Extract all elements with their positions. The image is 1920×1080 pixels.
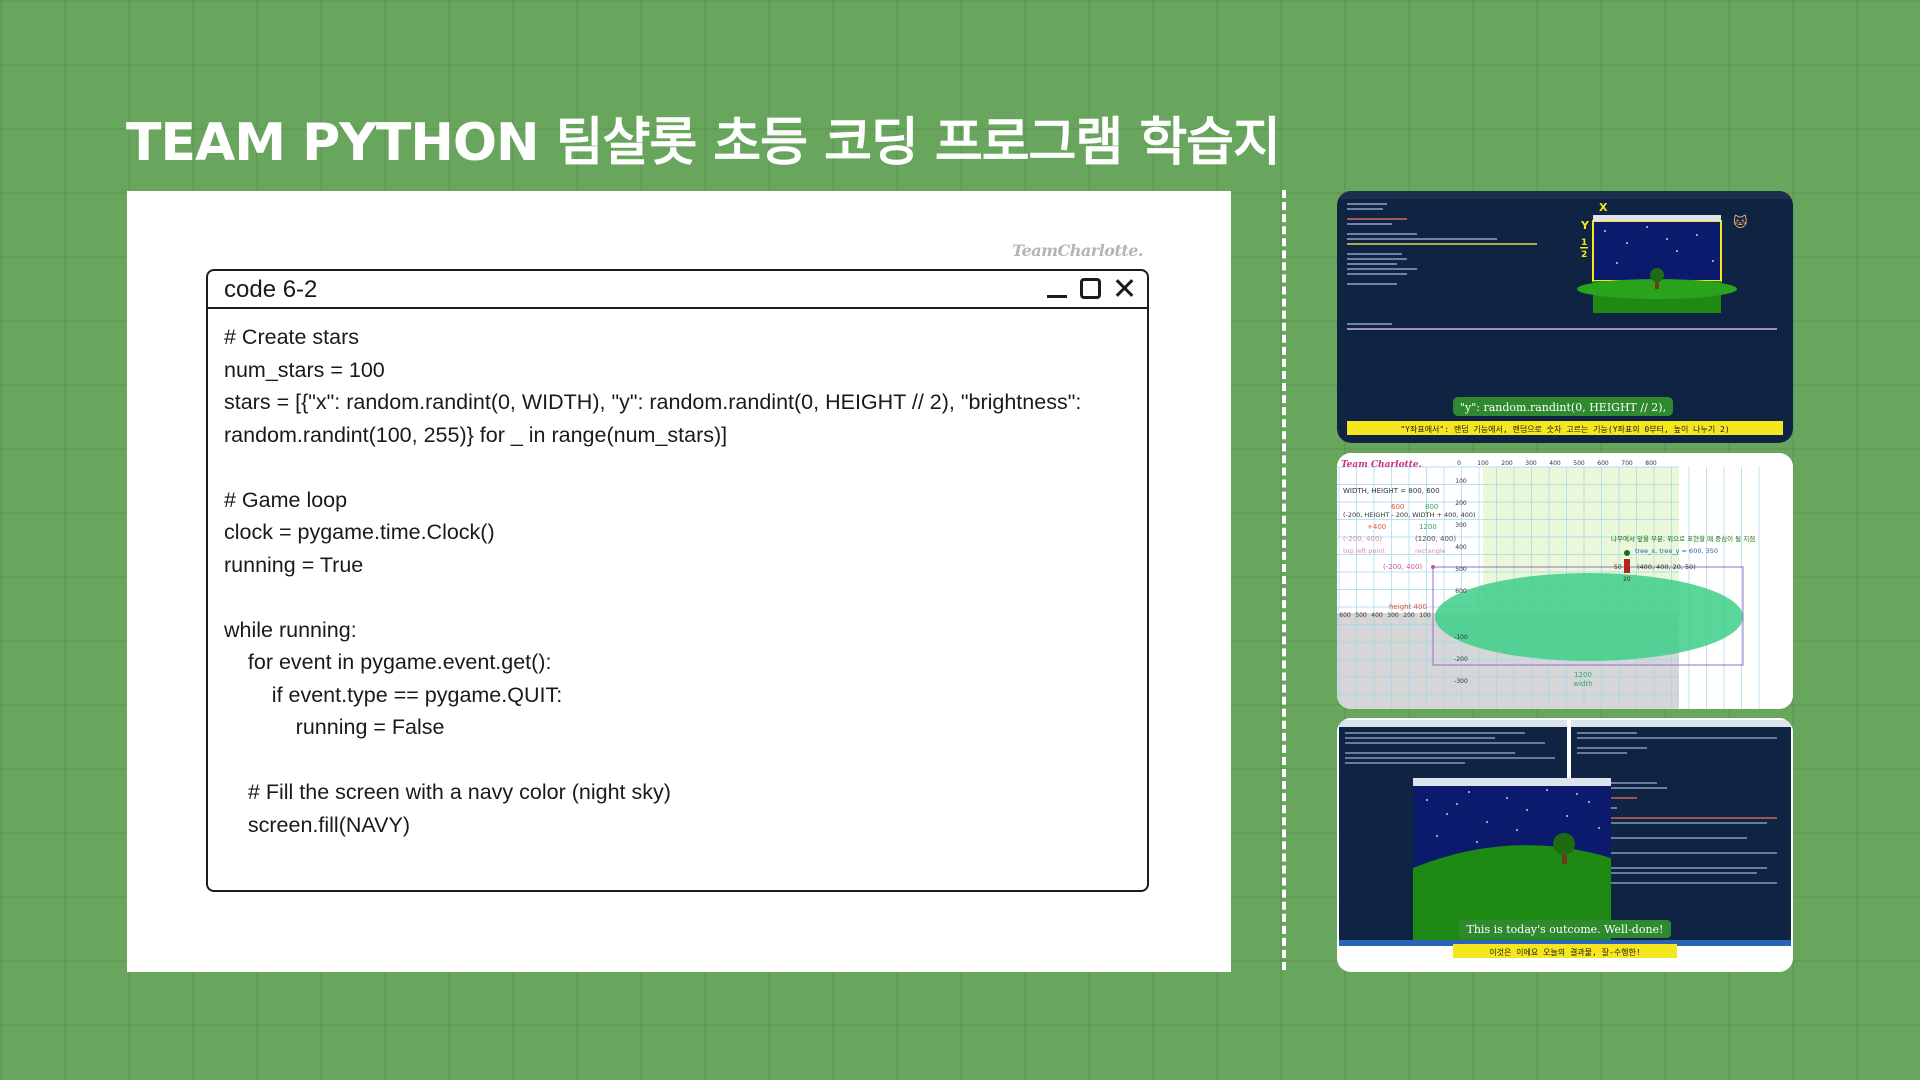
code-line bbox=[224, 581, 1131, 614]
code-line: screen.fill(NAVY) bbox=[224, 812, 410, 837]
width-label: width bbox=[1573, 680, 1592, 688]
coordinate-diagram: Team Charlotte. WIDTH, HEIGHT = 800, 600… bbox=[1337, 453, 1793, 709]
trunk-rect: (400, 400, 20, 50) bbox=[1637, 563, 1696, 571]
x-tick-label: 700 bbox=[1621, 460, 1633, 467]
tree-note: 나무에서 앞을 부분, 위으로 표현할 때 중심이 될 지점 bbox=[1611, 534, 1755, 543]
trunk-width: 20 bbox=[1623, 576, 1631, 583]
y-tick-label: 300 bbox=[1455, 522, 1467, 529]
top-left-coords: (-200, 400) bbox=[1343, 535, 1382, 543]
tree-xy: tree_x, tree_y = 600, 350 bbox=[1635, 547, 1718, 555]
label-plus-400: +400 bbox=[1367, 523, 1386, 531]
neg-x-tick-label: 400 bbox=[1371, 612, 1383, 619]
neg-y-tick-label: -200 bbox=[1454, 656, 1468, 663]
y-tick-label: 200 bbox=[1455, 500, 1467, 507]
screenshot-coordinate-diagram: Team Charlotte. WIDTH, HEIGHT = 800, 600… bbox=[1337, 453, 1793, 709]
dashed-divider bbox=[1282, 190, 1286, 970]
maximize-icon[interactable] bbox=[1080, 277, 1101, 299]
x-tick-label: 600 bbox=[1597, 460, 1609, 467]
minimize-icon[interactable] bbox=[1046, 277, 1068, 299]
code-line: for event in pygame.event.get(): bbox=[224, 650, 552, 674]
y-tick-label: 400 bbox=[1455, 544, 1467, 551]
rectangle-label: rectangle bbox=[1415, 547, 1446, 555]
x-tick-label: 100 bbox=[1477, 460, 1489, 467]
x-tick-label: 400 bbox=[1549, 460, 1561, 467]
team-charlotte-logo: Team Charlotte. bbox=[1341, 460, 1422, 470]
half-numerator: 1 bbox=[1581, 238, 1587, 248]
window-controls bbox=[1046, 277, 1135, 299]
label-600: 600 bbox=[1391, 503, 1404, 511]
neg-x-tick-label: 500 bbox=[1355, 612, 1367, 619]
brand-logo: TeamCharlotte. bbox=[1012, 241, 1144, 260]
code-line: if event.type == pygame.QUIT: bbox=[224, 682, 563, 707]
code-listing: # Create stars num_stars = 100 stars = [… bbox=[208, 309, 1147, 841]
code-line: stars = [{"x": random.randint(0, WIDTH),… bbox=[224, 390, 1082, 414]
y-tick-label: 500 bbox=[1455, 566, 1467, 573]
code-line: running = True bbox=[224, 552, 364, 577]
code-line: running = False bbox=[224, 715, 445, 739]
code-line bbox=[224, 744, 1131, 777]
y-tick-label: 600 bbox=[1455, 588, 1467, 595]
cat-mascot-icon: 🐱 bbox=[1733, 214, 1748, 231]
worksheet-panel: TeamCharlotte. code 6-2 # Create stars n… bbox=[127, 191, 1231, 972]
neg-x-tick-label: 300 bbox=[1387, 612, 1399, 619]
x-tick-label: 300 bbox=[1525, 460, 1537, 467]
neg-y-tick-label: -300 bbox=[1454, 678, 1468, 685]
top-left-label: top left point bbox=[1343, 547, 1385, 555]
code-line: while running: bbox=[224, 617, 357, 642]
x-tick-label: 800 bbox=[1645, 460, 1657, 467]
corner-label: (-200, 400) bbox=[1383, 563, 1422, 571]
x-tick-label: 500 bbox=[1573, 460, 1585, 467]
neg-x-tick-label: 600 bbox=[1339, 612, 1351, 619]
axis-x-label: X bbox=[1599, 201, 1608, 214]
window-title-bar: code 6-2 bbox=[208, 271, 1147, 309]
page-title: TEAM PYTHON 팀샬롯 초등 코딩 프로그램 학습지 bbox=[126, 113, 1281, 173]
code-line: random.randint(100, 255)} for _ in range… bbox=[224, 422, 728, 447]
code-line: # Create stars bbox=[224, 325, 360, 349]
x-tick-label: 200 bbox=[1501, 460, 1513, 467]
caption-code: "y": random.randint(0, HEIGHT // 2), bbox=[1460, 401, 1666, 414]
axis-y-label: Y bbox=[1580, 219, 1590, 232]
label-1200: 1200 bbox=[1419, 523, 1437, 531]
close-icon[interactable] bbox=[1113, 277, 1135, 299]
code-line: # Game loop bbox=[224, 487, 348, 512]
code-line: # Fill the screen with a navy color (nig… bbox=[224, 780, 671, 804]
code-line: num_stars = 100 bbox=[224, 357, 385, 382]
caption-outcome: This is today's outcome. Well-done! bbox=[1467, 923, 1664, 936]
code-window: code 6-2 # Create stars num_stars = 100 … bbox=[206, 269, 1149, 892]
label-800: 800 bbox=[1425, 503, 1438, 511]
code-line bbox=[224, 451, 1131, 484]
x-tick-label: 0 bbox=[1457, 460, 1461, 467]
screenshot-code-editor: X Y 1 2 🐱 "y": random.randint(0, HEIGHT … bbox=[1337, 191, 1793, 443]
rect-args-text: (-200, HEIGHT - 200, WIDTH + 400, 400) bbox=[1343, 511, 1476, 519]
caption-outcome-korean: 이것은 이에요 오늘의 결과물, 잘-수행한! bbox=[1489, 947, 1640, 957]
half-denominator: 2 bbox=[1581, 250, 1587, 260]
caption-korean: "Y좌표에서": 랜덤 기능에서, 랜덤으로 숫자 고르는 기능(Y좌표의 0부… bbox=[1400, 424, 1729, 434]
width-value: 1200 bbox=[1574, 671, 1592, 679]
rect-size-coords: (1200, 400) bbox=[1415, 535, 1456, 543]
outcome-scene: This is today's outcome. Well-done! 이것은 … bbox=[1337, 718, 1793, 972]
neg-x-tick-label: 200 bbox=[1403, 612, 1415, 619]
y-tick-label: 100 bbox=[1455, 478, 1467, 485]
code-line: clock = pygame.time.Clock() bbox=[224, 520, 495, 544]
editor-scene: X Y 1 2 🐱 "y": random.randint(0, HEIGHT … bbox=[1337, 191, 1793, 443]
height-label: height 400 bbox=[1389, 603, 1427, 611]
window-title: code 6-2 bbox=[224, 276, 318, 303]
width-height-text: WIDTH, HEIGHT = 800, 600 bbox=[1343, 487, 1440, 495]
screenshot-outcome: This is today's outcome. Well-done! 이것은 … bbox=[1337, 718, 1793, 972]
trunk-height: 50 bbox=[1614, 564, 1622, 571]
neg-x-tick-label: 100 bbox=[1419, 612, 1431, 619]
neg-y-tick-label: -100 bbox=[1454, 634, 1468, 641]
